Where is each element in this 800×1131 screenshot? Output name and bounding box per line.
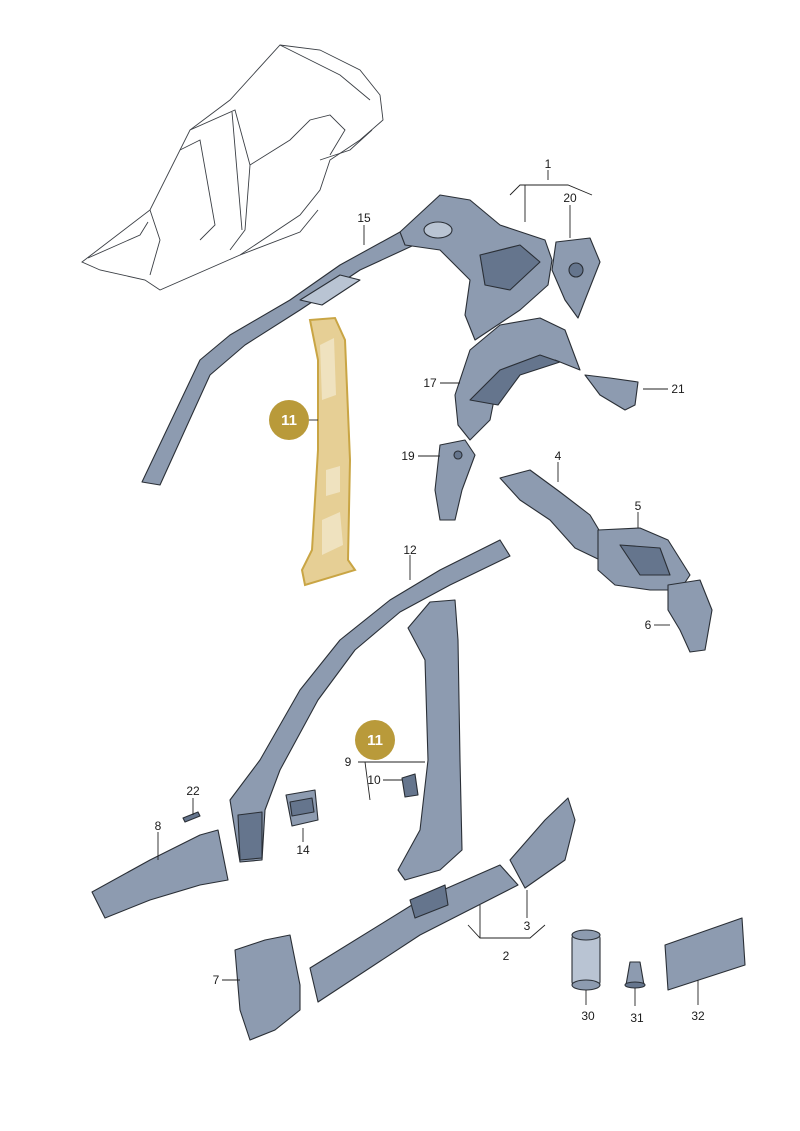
callout-9: 9: [345, 755, 352, 769]
part-4-rear-rail: [499, 469, 606, 561]
part-21-bracket: [584, 374, 639, 411]
callout-8: 8: [155, 819, 162, 833]
body-side-wireframe: [81, 44, 384, 291]
part-15-roof-rail: [141, 231, 413, 486]
callout-labels: 1 2 3 4 5 6 7 8 9 10 12 14 15 17 19 20 2…: [155, 157, 705, 1025]
callout-19: 19: [401, 449, 415, 463]
part-20-bracket: [551, 237, 601, 319]
callout-3: 3: [524, 919, 531, 933]
badge-11-upper-label: 11: [281, 412, 297, 429]
callout-6: 6: [645, 618, 652, 632]
part-19-reinforcement: [434, 439, 476, 521]
part-7-front-pillar-lower: [234, 934, 301, 1041]
callout-31: 31: [630, 1011, 644, 1025]
part-22-strip: [182, 811, 201, 823]
part-31-plug: [624, 961, 646, 989]
part-9-b-pillar-outer: [397, 599, 463, 881]
part-12-side-outer: [229, 539, 511, 863]
part-2-sill: [309, 864, 519, 1003]
callout-4: 4: [555, 449, 562, 463]
callout-10: 10: [367, 773, 381, 787]
highlight-badge-upper[interactable]: 11: [269, 400, 309, 440]
callout-17: 17: [423, 376, 437, 390]
leader-lines: [157, 170, 699, 1006]
part-10-clip: [401, 773, 419, 798]
part-30-sealant-can: [571, 929, 601, 991]
callout-20: 20: [563, 191, 577, 205]
part-6-bracket: [667, 579, 713, 653]
part-17-wheel-arch: [454, 317, 581, 441]
callout-21: 21: [671, 382, 685, 396]
highlight-badge-lower[interactable]: 11: [355, 720, 395, 760]
part-32-pad: [664, 917, 746, 991]
part-3-rear-sill-end: [509, 797, 576, 889]
callout-32: 32: [691, 1009, 705, 1023]
callout-15: 15: [357, 211, 371, 225]
badge-11-lower-label: 11: [367, 732, 383, 749]
callout-12: 12: [403, 543, 417, 557]
callout-30: 30: [581, 1009, 595, 1023]
callout-14: 14: [296, 843, 310, 857]
callout-22: 22: [186, 784, 200, 798]
callout-7: 7: [213, 973, 220, 987]
callout-1: 1: [545, 157, 552, 171]
part-11-b-pillar-highlight: [300, 316, 357, 587]
part-5-bracket: [597, 527, 691, 591]
part-1-rear-quarter-inner: [399, 194, 553, 341]
part-8-front-bracket: [91, 829, 229, 919]
part-14-bracket: [285, 789, 319, 827]
callout-2: 2: [503, 949, 510, 963]
callout-5: 5: [635, 499, 642, 513]
